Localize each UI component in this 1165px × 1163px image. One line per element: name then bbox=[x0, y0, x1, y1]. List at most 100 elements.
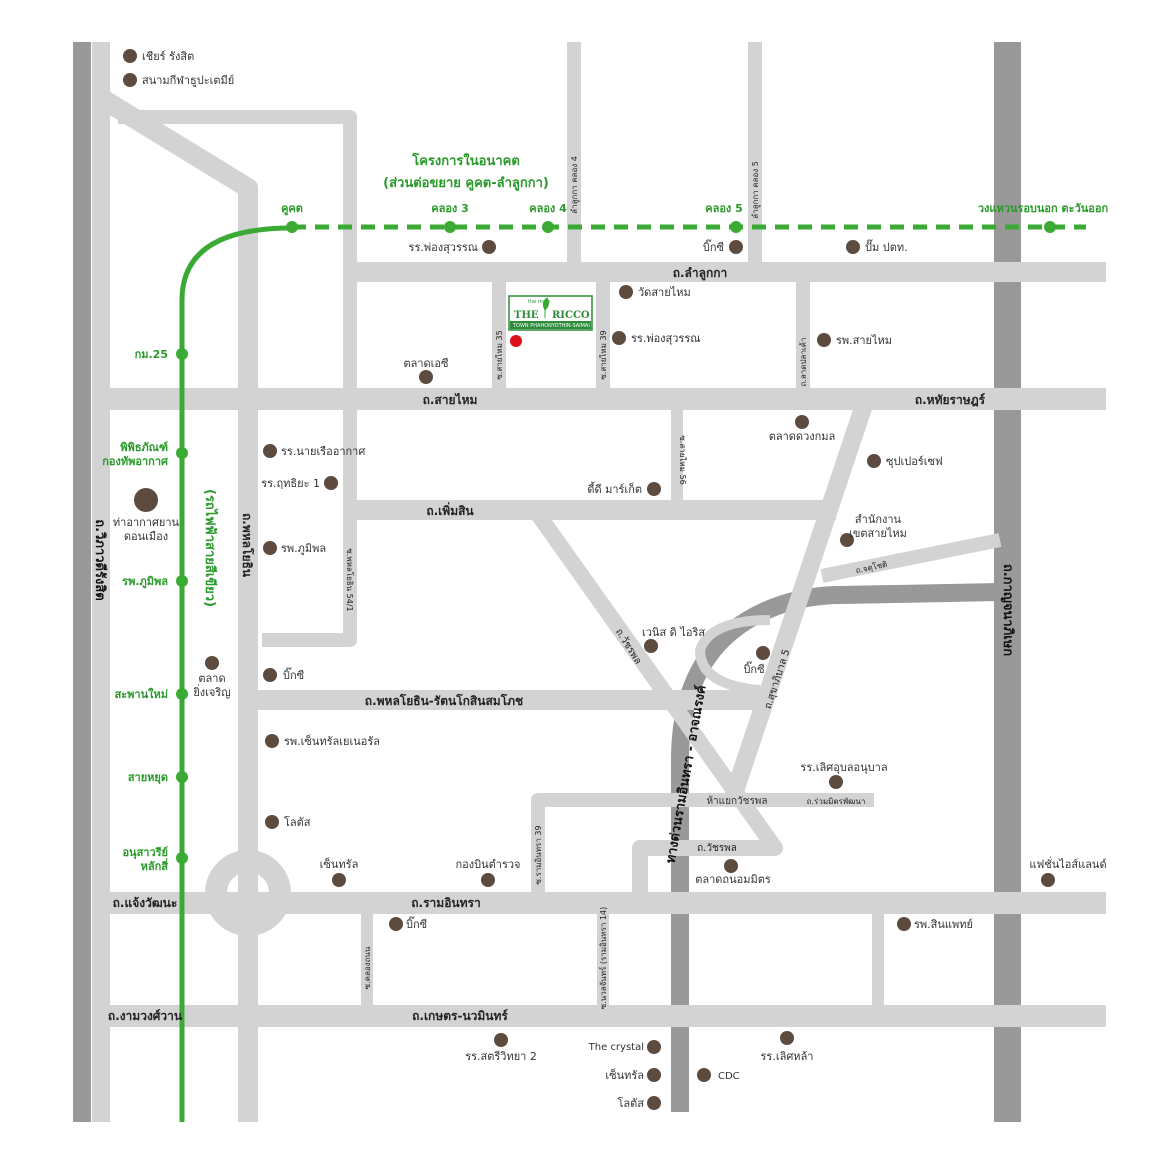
intersection-label: ห้าแยกวัชรพล bbox=[706, 795, 767, 807]
poi-thanon-label: ตลาดถนอมมิตร bbox=[695, 873, 771, 886]
logo-sub-text: TOWN PHAHONYOTHIN-SAIMAI bbox=[512, 323, 590, 329]
poi-dd-dot[interactable] bbox=[647, 482, 661, 496]
poi-fashion-label: แฟชั่นไอส์แลนด์ bbox=[1029, 856, 1106, 871]
rail-name-label: (รถไฟฟ้าสายสีเขียว) bbox=[202, 489, 219, 607]
poi-kuttharisa-label: รร.ฤทธิยะ 1 bbox=[261, 477, 320, 490]
poi-sinphaet-label: รพ.สินแพทย์ bbox=[914, 918, 973, 931]
station-saiyud-label: สายหยุด bbox=[128, 771, 168, 785]
project-location-marker[interactable] bbox=[510, 335, 522, 347]
poi-fashion-dot[interactable] bbox=[1041, 873, 1055, 887]
station-museum-dot[interactable] bbox=[176, 447, 188, 459]
poi-bigc2-dot[interactable] bbox=[263, 668, 277, 682]
poi-central-general-dot[interactable] bbox=[265, 734, 279, 748]
poi-cheer-dot[interactable] bbox=[123, 49, 137, 63]
poi-kuttharisa-dot[interactable] bbox=[324, 476, 338, 490]
poi-phongsuwan1-dot[interactable] bbox=[482, 240, 496, 254]
poi-labels: เชียร์ รังสิต สนามกีฬาธูปะเตมีย์ รร.พ่อง… bbox=[113, 50, 1107, 1110]
station-saiyud-dot[interactable] bbox=[176, 771, 188, 783]
road-hathairat-diag bbox=[723, 396, 875, 803]
poi-satri-dot[interactable] bbox=[494, 1033, 508, 1047]
project-logo[interactable]: the ricco THE RICCO TOWN PHAHONYOTHIN-SA… bbox=[508, 295, 593, 331]
poi-yingcharoen-label: ตลาดยิ่งเจริญ bbox=[193, 672, 231, 699]
highway-kanchanaphisek bbox=[994, 42, 1021, 1122]
poi-bigc1-dot[interactable] bbox=[729, 240, 743, 254]
road-kaset-label: ถ.เกษตร-นวมินทร์ bbox=[412, 1009, 508, 1023]
poi-bigc3-dot[interactable] bbox=[756, 646, 770, 660]
poi-cdc-dot[interactable] bbox=[697, 1068, 711, 1082]
poi-bigc3-label: บิ๊กซี bbox=[743, 661, 765, 676]
poi-venice-dot[interactable] bbox=[644, 639, 658, 653]
poi-bigc4-dot[interactable] bbox=[389, 917, 403, 931]
poi-bigc1-label: บิ๊กซี bbox=[703, 239, 725, 254]
station-khukhot-label: คูคต bbox=[281, 202, 303, 216]
soi-lamlukka5-label: ลำลูกกา คลอง 5 bbox=[751, 161, 761, 219]
poi-bigc2-label: บิ๊กซี bbox=[283, 667, 305, 682]
poi-venice-label: เวนิส ดิ ไอริส bbox=[642, 626, 705, 639]
poi-lotus2-dot[interactable] bbox=[647, 1096, 661, 1110]
soi-saimai35-label: ซ.สายไหม 35 bbox=[495, 330, 504, 379]
poi-sinphaet-dot[interactable] bbox=[897, 917, 911, 931]
road-saimai-label: ถ.สายไหม bbox=[423, 392, 478, 407]
text-line: ยิ่งเจริญ bbox=[193, 684, 231, 699]
poi-central1-dot[interactable] bbox=[332, 873, 346, 887]
leaf-icon bbox=[542, 297, 550, 318]
poi-district-dot[interactable] bbox=[840, 533, 854, 547]
text-line: อนุสาวรีย์ bbox=[122, 846, 168, 860]
poi-kindergarten-dot[interactable] bbox=[829, 775, 843, 789]
station-khlong3-dot[interactable] bbox=[444, 221, 456, 233]
station-bhumibol-label: รพ.ภูมิพล bbox=[122, 575, 168, 589]
station-laksi-dot[interactable] bbox=[176, 852, 188, 864]
poi-pump-dot[interactable] bbox=[846, 240, 860, 254]
poi-loetla-dot[interactable] bbox=[780, 1031, 794, 1045]
station-saphanmai-label: สะพานใหม่ bbox=[115, 687, 168, 701]
poi-kindergarten-label: รร.เลิศอุบลอนุบาล bbox=[800, 761, 887, 774]
poi-hosp-saimai-label: รพ.สายไหม bbox=[836, 334, 892, 347]
poi-police-label: กองบินตำรวจ bbox=[456, 858, 521, 871]
soi-latpla-label: ถ.ลาดปลาเค้า bbox=[799, 337, 808, 386]
poi-pump-label: ปั๊ม ปตท. bbox=[865, 239, 908, 254]
poi-navy-dot[interactable] bbox=[263, 444, 277, 458]
poi-lotus1-dot[interactable] bbox=[265, 815, 279, 829]
poi-phongsuwan2-dot[interactable] bbox=[612, 331, 626, 345]
road-loop bbox=[695, 615, 771, 695]
poi-wat-dot[interactable] bbox=[619, 285, 633, 299]
future-title-1: โครงการในอนาคต bbox=[411, 152, 520, 169]
station-ring-dot[interactable] bbox=[1044, 221, 1056, 233]
poi-bhumibol-dot[interactable] bbox=[263, 541, 277, 555]
road-ramintra-label: ถ.รามอินทรา bbox=[411, 896, 480, 910]
soi-ram39-label: ซ.รามอินทรา 39 bbox=[534, 825, 543, 884]
station-bhumibol-dot[interactable] bbox=[176, 575, 188, 587]
poi-market-ac-dot[interactable] bbox=[419, 370, 433, 384]
road-diagonal-top bbox=[95, 89, 258, 895]
station-saphanmai-dot[interactable] bbox=[176, 688, 188, 700]
road-chatuchot bbox=[820, 533, 1002, 583]
station-khlong5-dot[interactable] bbox=[730, 221, 742, 233]
logo-brand-1: THE bbox=[514, 310, 539, 321]
poi-supersafe-dot[interactable] bbox=[867, 454, 881, 468]
station-khukhot-dot[interactable] bbox=[286, 221, 298, 233]
highway-vibhavadi-label: ถ.วิภาวดีรังสิต bbox=[92, 519, 108, 600]
poi-central2-dot[interactable] bbox=[647, 1068, 661, 1082]
road-lamlukka-label: ถ.ลำลูกกา bbox=[673, 266, 728, 281]
poi-crystal-dot[interactable] bbox=[647, 1040, 661, 1054]
road-top-loop bbox=[118, 110, 357, 647]
text-line: กองทัพอากาศ bbox=[102, 455, 169, 468]
highway-kanchanaphisek-label: ถ.กาญจนาภิเษก bbox=[1000, 564, 1015, 656]
poi-hosp-saimai-dot[interactable] bbox=[817, 333, 831, 347]
poi-yingcharoen-dot[interactable] bbox=[205, 656, 219, 670]
station-khlong4-dot[interactable] bbox=[542, 221, 554, 233]
poi-lotus2-label: โลตัส bbox=[617, 1096, 644, 1110]
poi-police-dot[interactable] bbox=[481, 873, 495, 887]
poi-stadium-dot[interactable] bbox=[123, 73, 137, 87]
poi-loetla-label: รร.เลิศหล้า bbox=[761, 1050, 814, 1063]
poi-market-ac-label: ตลาดเอซี bbox=[403, 357, 449, 370]
station-km25-dot[interactable] bbox=[176, 348, 188, 360]
poi-airport-dot[interactable] bbox=[134, 488, 158, 512]
poi-duangkamon-dot[interactable] bbox=[795, 415, 809, 429]
road-ruammit-label: ถ.ร่วมมิตรพัฒนา bbox=[807, 797, 866, 806]
station-km25-label: กม.25 bbox=[135, 348, 168, 361]
poi-thanon-dot[interactable] bbox=[724, 859, 738, 873]
text-line: พิพิธภัณฑ์ bbox=[120, 441, 168, 454]
